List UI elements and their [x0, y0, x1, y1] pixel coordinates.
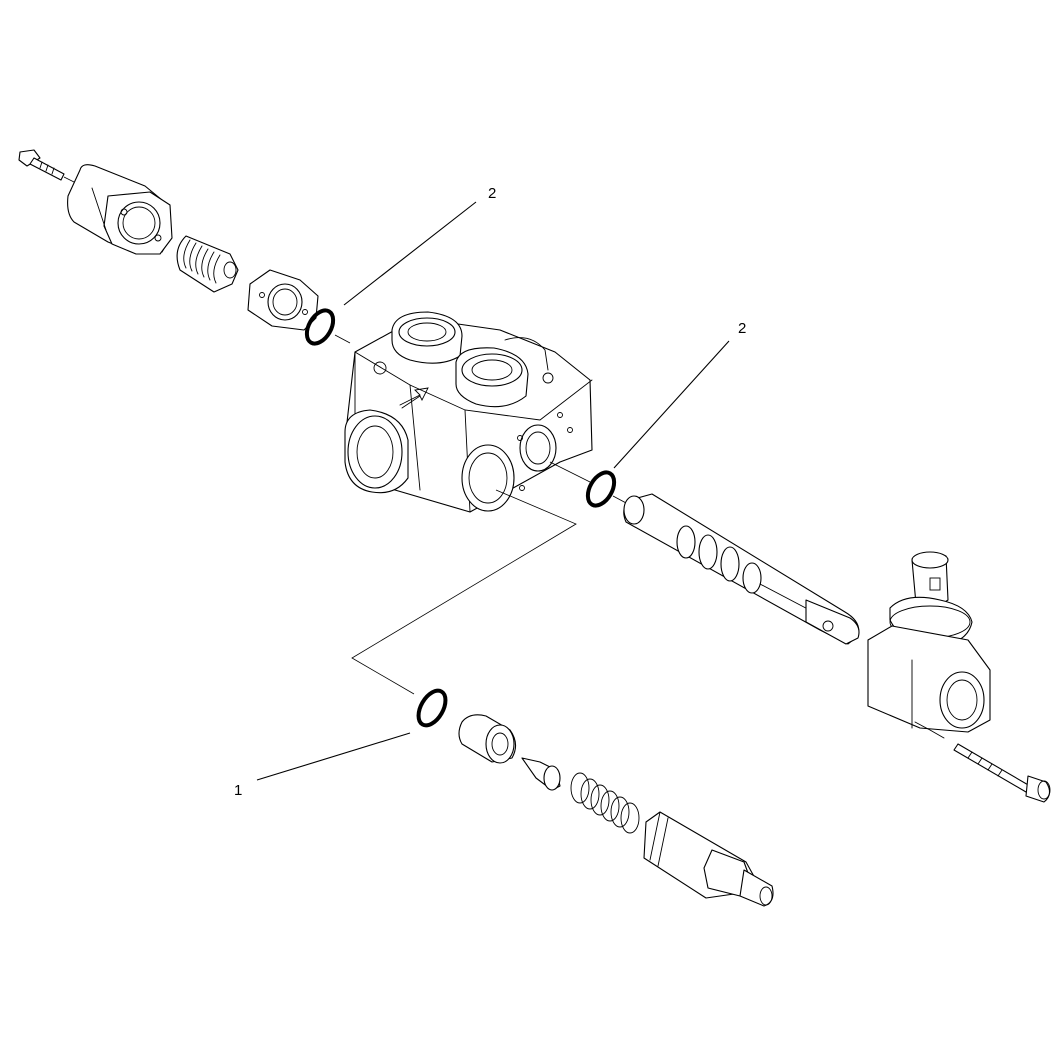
axis-line-body-to-lower: [351, 489, 577, 695]
lever-bracket-screw: [953, 743, 1051, 803]
valve-body: [344, 311, 593, 513]
valve-spool: [623, 493, 860, 645]
axis-line-upper: [334, 334, 351, 344]
leader-line-2-right: [613, 340, 730, 469]
callout-2-right: 2: [738, 320, 746, 337]
callout-1: 1: [234, 782, 242, 799]
upper-end-cap: [67, 164, 173, 255]
lower-plug: [643, 811, 774, 907]
lever-bracket: [867, 551, 991, 739]
lower-spring: [570, 772, 640, 834]
axis-line-body-to-spool: [549, 461, 591, 483]
leader-line-1: [256, 732, 411, 781]
upper-spring: [176, 235, 239, 293]
o-ring-right: [585, 470, 617, 508]
leader-line-2-upper: [343, 201, 477, 306]
o-ring-upper: [304, 308, 336, 346]
upper-cap-screw: [18, 149, 77, 184]
o-ring-lower: [416, 688, 448, 728]
callout-2-upper: 2: [488, 185, 496, 202]
lower-seat: [458, 714, 517, 764]
lower-poppet: [521, 757, 561, 791]
upper-plate: [247, 269, 319, 331]
